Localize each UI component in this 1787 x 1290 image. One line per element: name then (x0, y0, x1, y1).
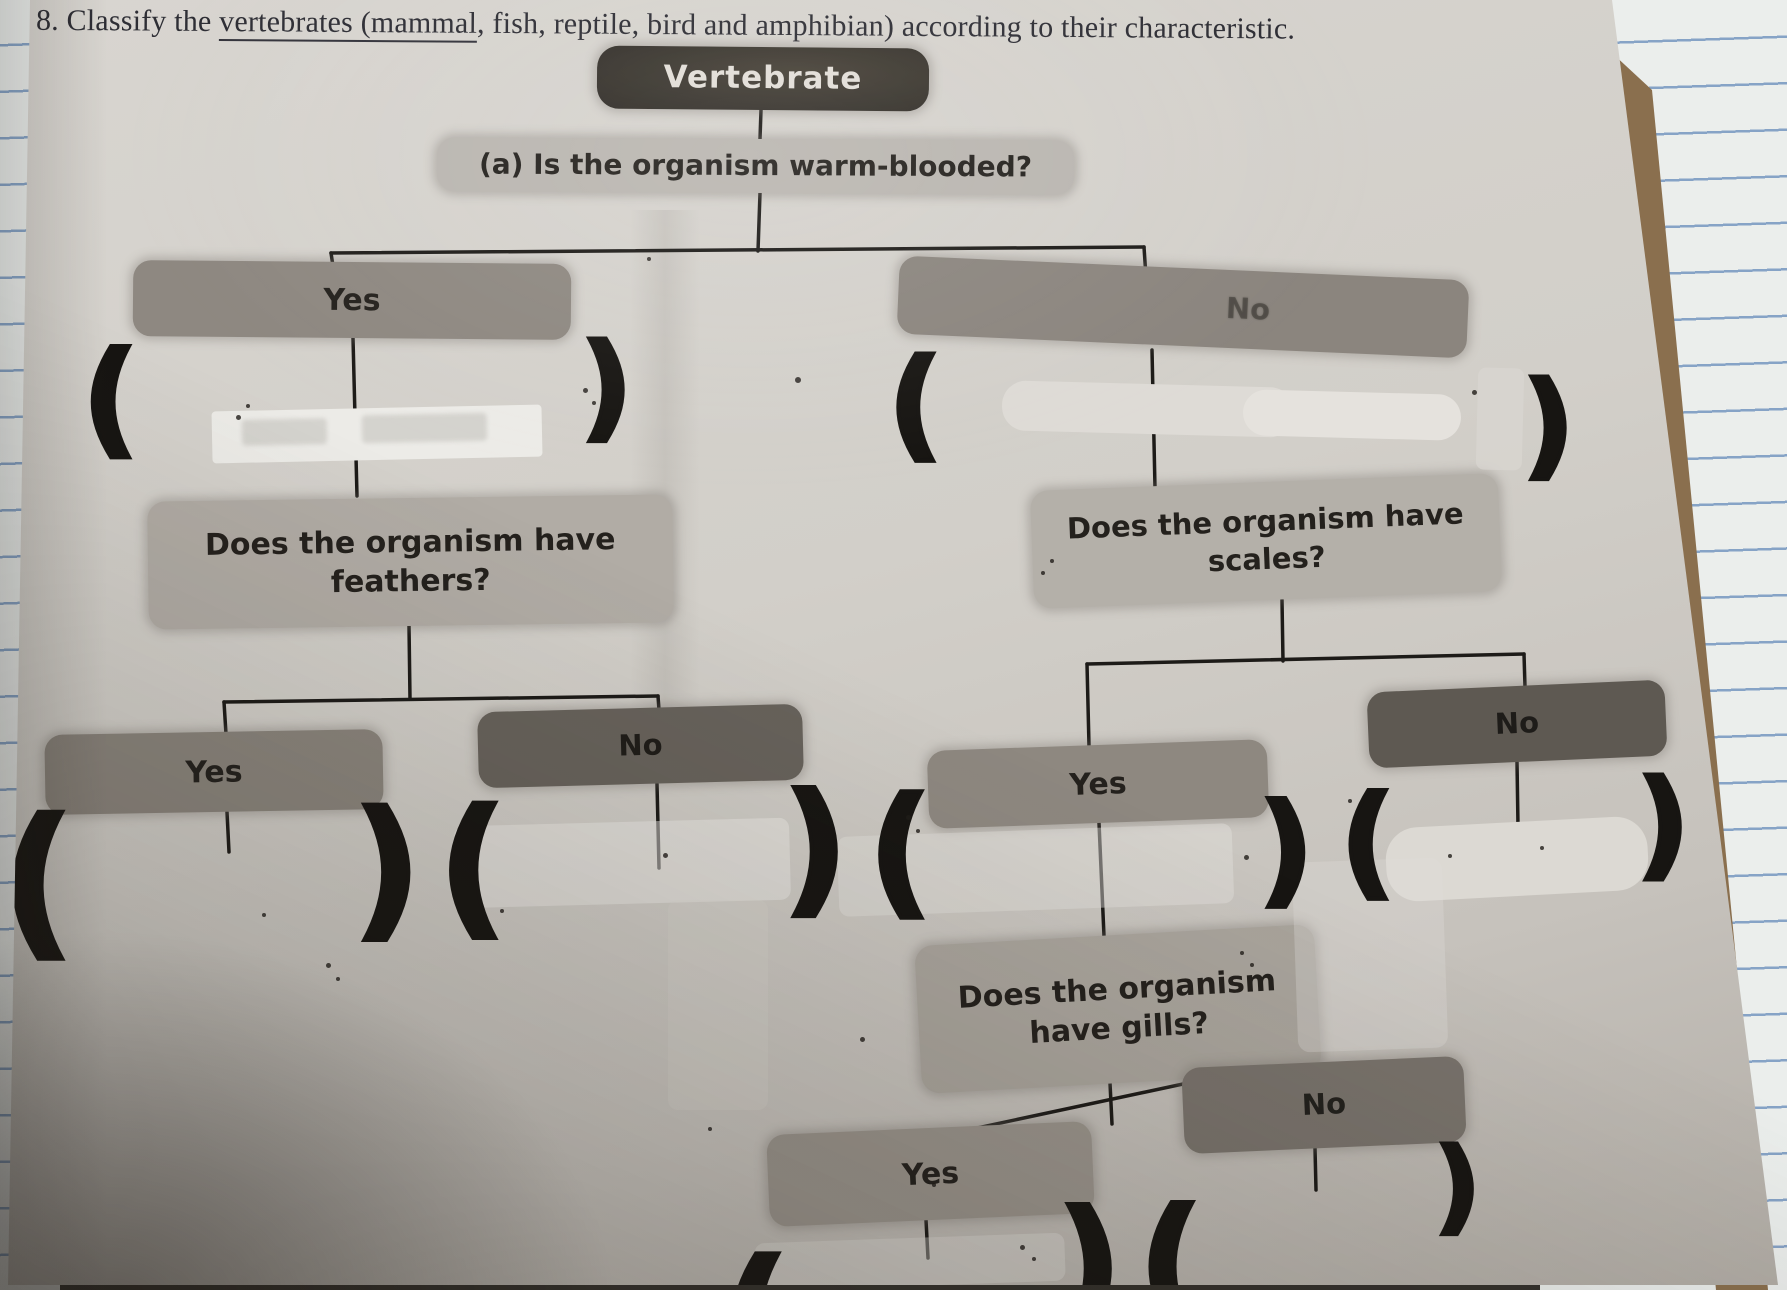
question-scales-line2: scales? (1207, 539, 1327, 579)
ink-speck (1250, 963, 1254, 967)
ink-speck (236, 415, 241, 420)
branch-yes-feathers: Yes (44, 729, 384, 815)
answer-bracket-close-scales-yes: ) (1256, 778, 1316, 920)
whiteout-strip-warm-no-2 (1242, 389, 1462, 441)
erased-mark (241, 418, 328, 446)
ink-speck (1244, 855, 1249, 860)
answer-bracket-open-feathers-yes: ( (0, 784, 77, 976)
title-pre: 8. Classify the (35, 3, 220, 39)
root-label: Vertebrate (663, 59, 863, 98)
erased-smudge-right (1475, 367, 1525, 471)
answer-bracket-open-scales-no: ( (1338, 770, 1398, 912)
answer-bracket-close-warm-no: ) (1520, 358, 1577, 492)
flowchart-root-node: Vertebrate (596, 45, 930, 112)
branch-no-scales-label: No (1494, 705, 1540, 742)
title-underlined: vertebrates (mammal (219, 5, 477, 43)
answer-bracket-open-warm-no: ( (886, 335, 945, 474)
branch-no-warm: No (896, 255, 1470, 359)
ink-speck (916, 829, 920, 833)
page-title: 8. Classify the vertebrates (mammal, fis… (36, 4, 1546, 49)
ink-speck (1540, 846, 1544, 850)
answer-bracket-close-warm-yes: ) (578, 320, 635, 454)
erased-smudge-gills-left (668, 900, 768, 1110)
branch-yes-feathers-label: Yes (185, 754, 243, 790)
question-warm-blooded-label: (a) Is the organism warm-blooded? (478, 147, 1033, 184)
branch-no-feathers-label: No (617, 727, 664, 763)
question-warm-blooded: (a) Is the organism warm-blooded? (436, 137, 1075, 195)
answer-bracket-close-gills-yes: ) (1054, 1180, 1124, 1290)
ink-speck (1041, 571, 1045, 575)
ink-speck (708, 1127, 712, 1131)
ink-speck (1348, 799, 1352, 803)
ink-speck (932, 1183, 936, 1187)
answer-bracket-close-feathers-yes: ) (350, 779, 423, 956)
erased-mark (361, 412, 488, 444)
ink-speck (1020, 1245, 1025, 1250)
question-feathers-line2: feathers? (330, 562, 491, 601)
ink-speck (647, 257, 651, 261)
paper-crease (630, 210, 700, 730)
ink-speck (326, 963, 331, 968)
answer-bracket-close-feathers-no: ) (780, 763, 850, 932)
branch-yes-gills: Yes (766, 1120, 1095, 1228)
ink-speck (795, 377, 801, 383)
answer-bracket-open-scales-yes: ( (866, 768, 935, 933)
branch-yes-gills-label: Yes (901, 1155, 960, 1193)
question-scales: Does the organism have scales? (1029, 473, 1503, 609)
answer-bracket-close-scales-no: ) (1634, 754, 1692, 892)
ink-speck (1240, 951, 1244, 955)
answer-bracket-open-feathers-no: ( (436, 777, 509, 954)
ink-speck (1032, 1257, 1036, 1261)
ink-speck (592, 401, 596, 405)
whiteout-strip-warm-yes (211, 404, 543, 464)
ink-speck (1050, 559, 1054, 563)
title-post: , fish, reptile, bird and amphibian) acc… (476, 6, 1296, 46)
question-feathers-line1: Does the organism have (204, 522, 616, 563)
answer-bracket-open-gills-yes: ( (718, 1238, 793, 1285)
branch-yes-scales: Yes (926, 739, 1270, 829)
ink-speck (246, 404, 250, 408)
ink-speck (906, 815, 911, 820)
ink-speck (336, 977, 340, 981)
branch-no-scales: No (1366, 679, 1668, 769)
ink-speck (262, 913, 266, 917)
branch-yes-warm: Yes (132, 260, 572, 340)
branch-yes-warm-label: Yes (323, 282, 381, 318)
ink-speck (1448, 854, 1452, 858)
ink-speck (500, 909, 504, 913)
ink-speck (860, 1037, 865, 1042)
branch-yes-scales-label: Yes (1068, 765, 1128, 803)
branch-no-gills: No (1181, 1055, 1467, 1155)
ink-speck (663, 853, 668, 858)
question-feathers: Does the organism have feathers? (147, 494, 674, 630)
erased-smudge-gills-yes (754, 1232, 1066, 1285)
answer-bracket-open-gills-no: ( (1136, 1178, 1206, 1290)
ink-speck (583, 388, 588, 393)
branch-no-feathers: No (477, 703, 804, 789)
ink-speck (1472, 390, 1477, 395)
answer-bracket-open-warm-yes: ( (80, 326, 141, 471)
branch-no-warm-label: No (1225, 291, 1271, 327)
branch-no-gills-label: No (1301, 1086, 1347, 1123)
answer-bracket-close-gills-no: ) (1432, 1127, 1483, 1246)
